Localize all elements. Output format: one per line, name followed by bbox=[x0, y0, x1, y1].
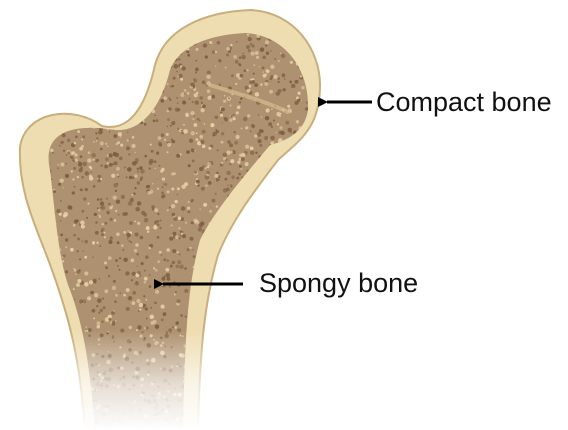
compact-bone-label: Compact bone bbox=[376, 87, 552, 117]
bottom-fade bbox=[60, 330, 230, 430]
spongy-bone-label: Spongy bone bbox=[259, 268, 418, 298]
